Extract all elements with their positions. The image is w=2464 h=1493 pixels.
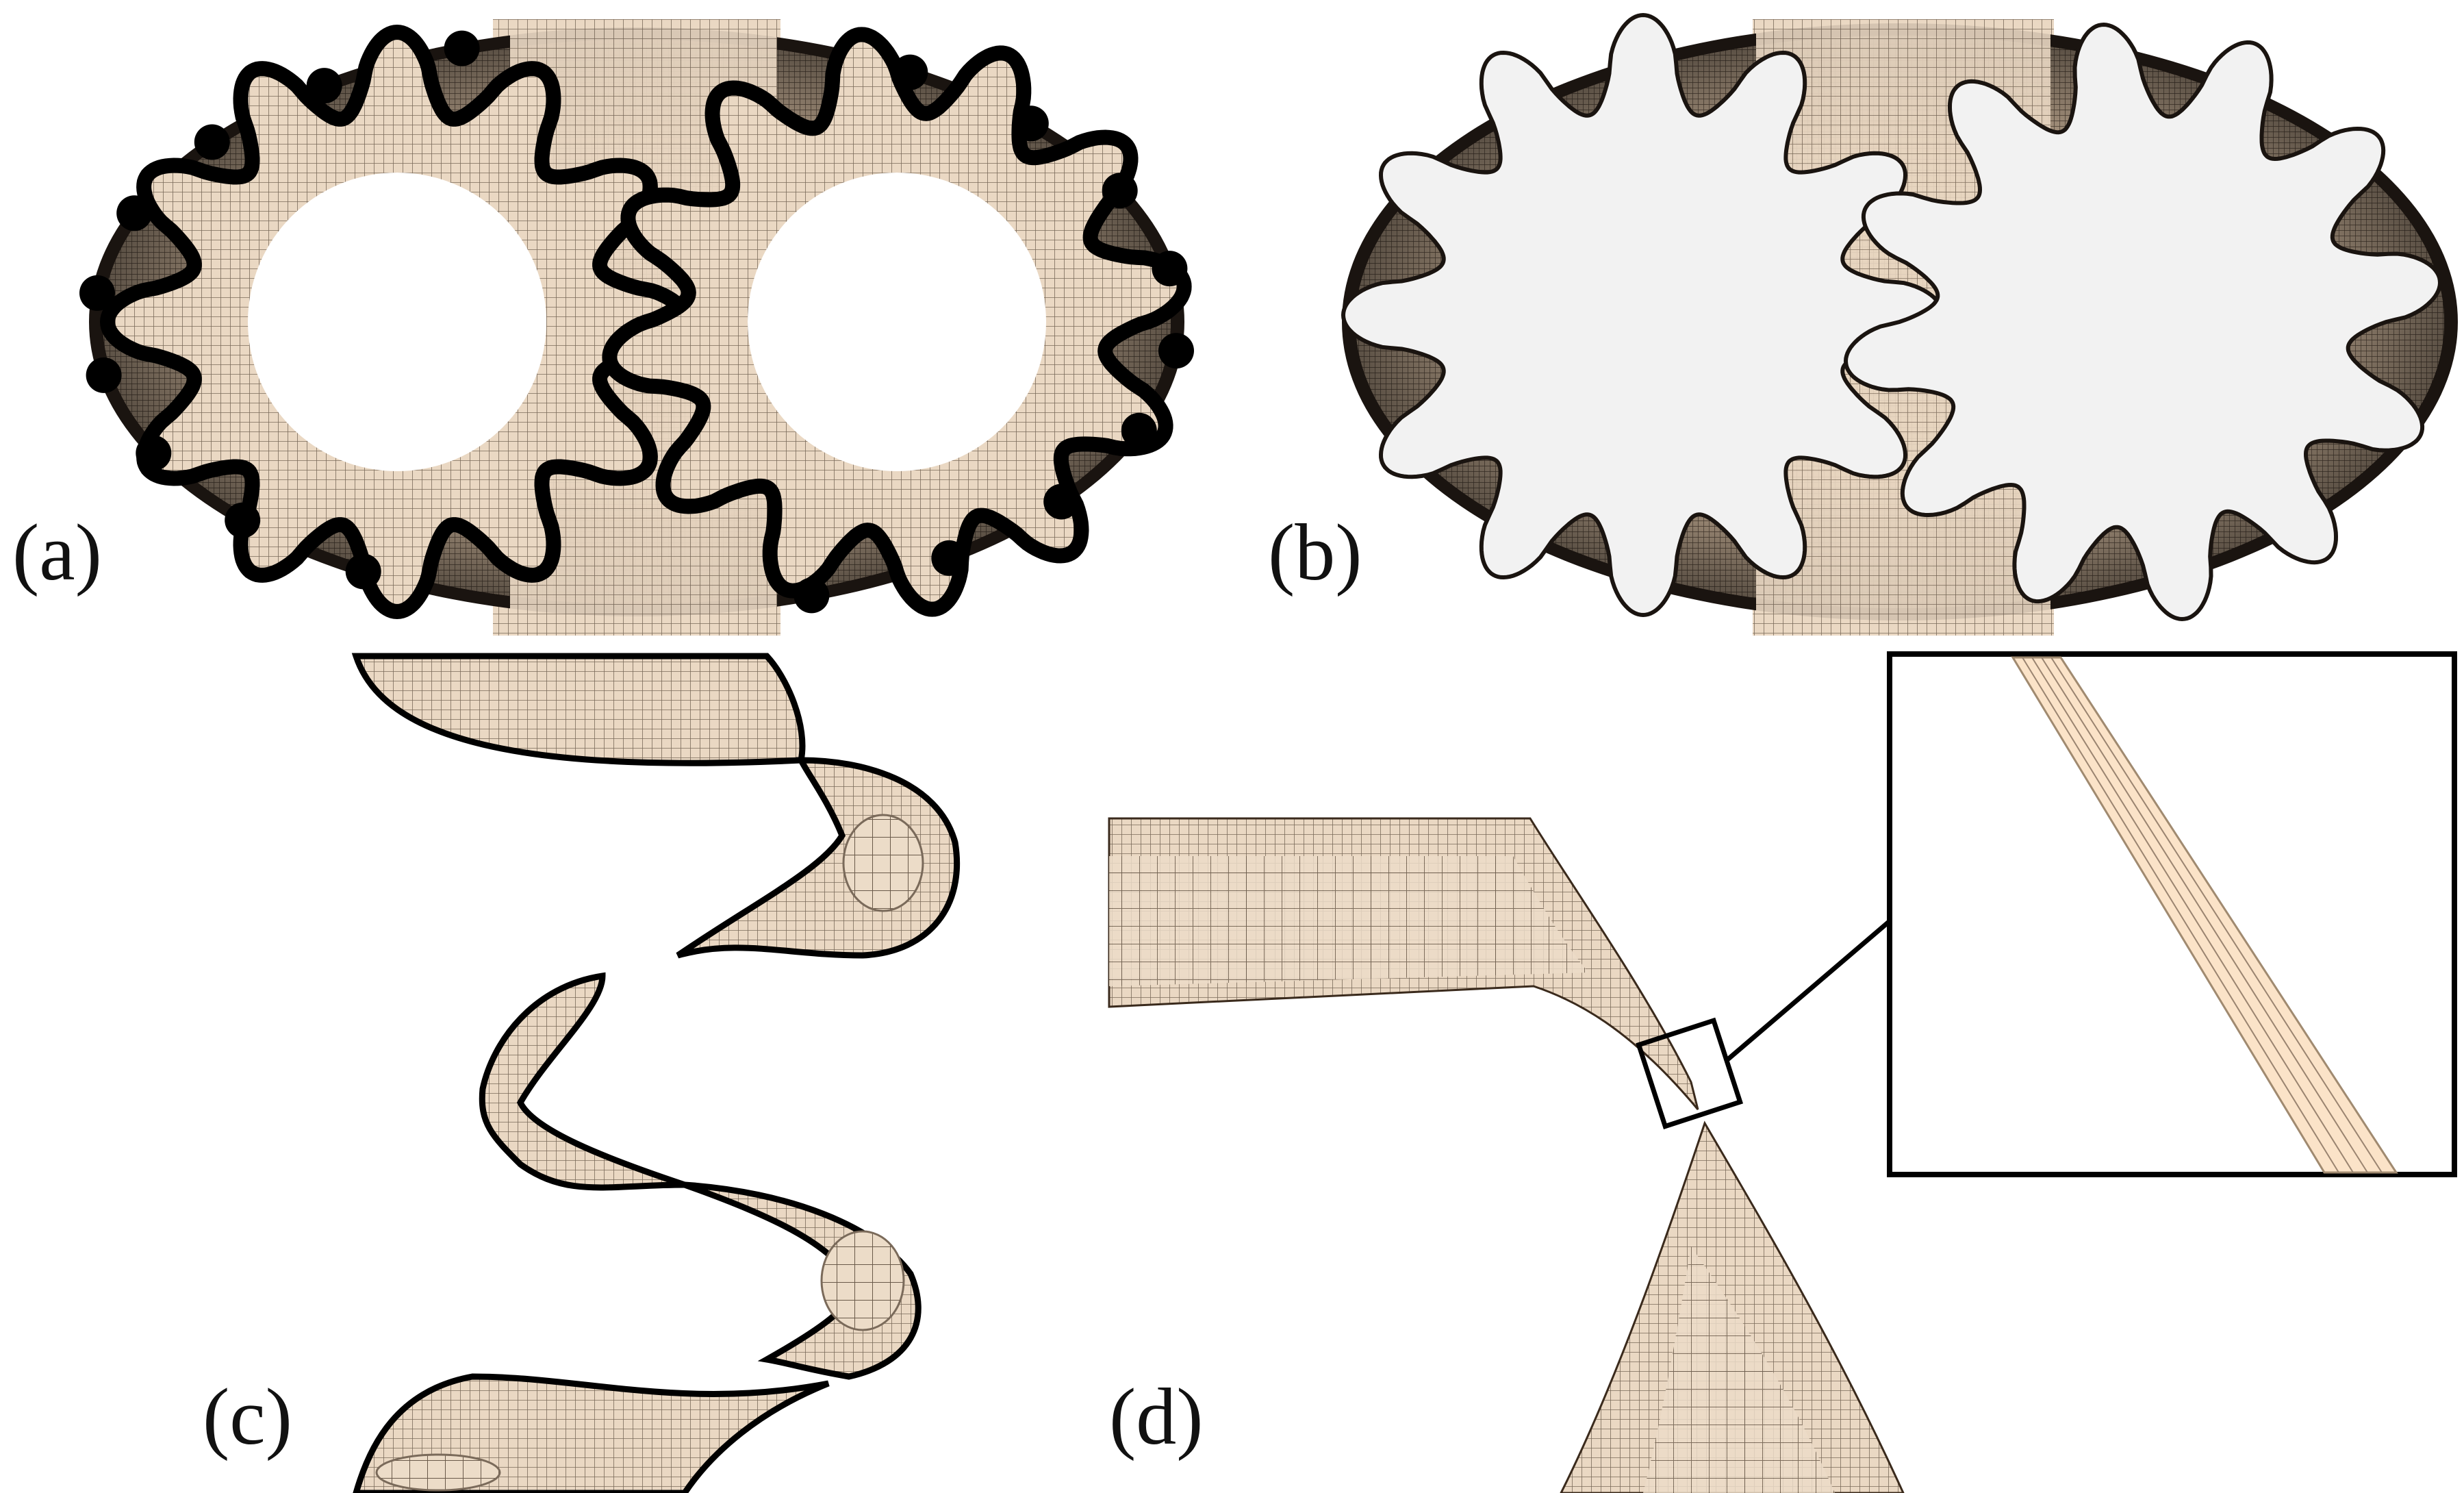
- gear-1-solid-body: [1341, 12, 1946, 618]
- gap-layer-line: [2041, 657, 2368, 1173]
- boundary-marker: [1121, 412, 1157, 449]
- coarse-core-cells: [375, 1453, 501, 1492]
- tooth-gap-mesh-1: [351, 653, 806, 766]
- panel-a-full-mesh: [79, 19, 1194, 636]
- panel-label-d: (d): [1109, 1372, 1204, 1461]
- coarse-core-cells: [820, 1230, 905, 1331]
- boundary-marker: [793, 577, 830, 614]
- panel-label-b: (b): [1268, 507, 1362, 597]
- gear-2-bore: [748, 173, 1046, 471]
- boundary-marker: [1043, 484, 1080, 520]
- boundary-marker: [1102, 173, 1138, 209]
- panel-b-gear-bodies: [1341, 12, 2458, 636]
- boundary-marker: [1152, 251, 1188, 287]
- upper-coarse-cells: [1109, 856, 1588, 986]
- panel-c-tooth-gap-mesh: [351, 653, 961, 1493]
- panel-d-contact-mesh: [1108, 651, 2457, 1493]
- boundary-marker: [345, 553, 381, 590]
- boundary-marker: [86, 357, 122, 393]
- boundary-marker: [306, 68, 342, 104]
- boundary-marker: [116, 195, 153, 231]
- boundary-marker: [225, 502, 261, 538]
- gear-1-bore: [248, 173, 546, 471]
- boundary-marker: [136, 435, 172, 471]
- boundary-marker: [892, 54, 928, 90]
- panel-label-a: (a): [12, 507, 102, 597]
- tooth-gap-mesh-3: [479, 972, 686, 1191]
- boundary-marker: [931, 540, 967, 576]
- lower-coarse-cells: [1643, 1246, 1835, 1493]
- gap-layer-line: [2022, 657, 2339, 1173]
- coarse-core-cells: [842, 814, 924, 912]
- boundary-marker: [194, 124, 230, 160]
- gap-layer-line: [2050, 657, 2383, 1173]
- boundary-marker: [444, 30, 480, 66]
- boundary-marker: [79, 275, 115, 311]
- gap-layer-line: [2031, 657, 2354, 1173]
- gear-2-solid-body: [1843, 22, 2443, 622]
- zoom-leader-line: [1723, 919, 1892, 1064]
- boundary-marker: [1013, 105, 1049, 142]
- boundary-marker: [1158, 333, 1194, 369]
- panel-label-c: (c): [203, 1372, 292, 1461]
